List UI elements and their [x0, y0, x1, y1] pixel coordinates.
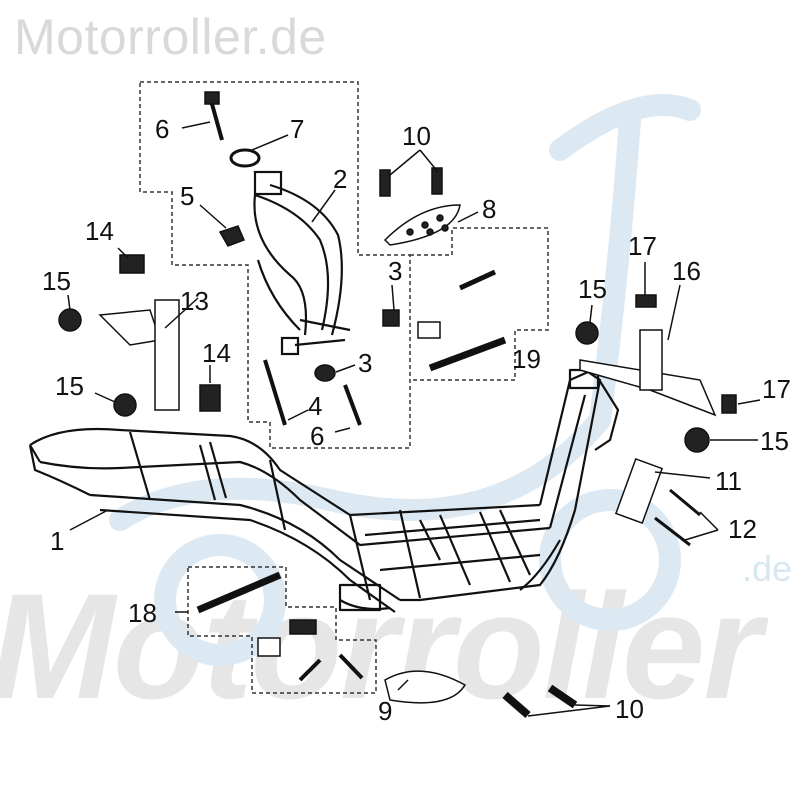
callout-15-right-lower: 15: [760, 426, 789, 456]
watermark-top: Motorroller.de: [14, 9, 327, 65]
scooter-frame: [28, 368, 620, 613]
callout-17-top: 17: [628, 231, 657, 261]
callout-18: 18: [128, 598, 157, 628]
callout-6-top: 6: [155, 114, 169, 144]
callout-labels: 6 7 2 5 10 8 14 15 13 3 14 3 19 15 4 6 1…: [42, 114, 791, 726]
callout-10-top: 10: [402, 121, 431, 151]
callout-3-top: 3: [388, 256, 402, 286]
callout-1: 1: [50, 526, 64, 556]
callout-15-left-top: 15: [42, 266, 71, 296]
callout-11: 11: [715, 466, 742, 496]
callout-10-bottom: 10: [615, 694, 644, 724]
callout-15-left-mid: 15: [55, 371, 84, 401]
callout-17-right: 17: [762, 374, 791, 404]
callout-6-lower: 6: [310, 421, 324, 451]
watermark-suffix: .de: [742, 548, 793, 589]
callout-5: 5: [180, 181, 194, 211]
callout-4: 4: [308, 391, 322, 421]
steering-bracket-part: [253, 170, 351, 356]
callout-2: 2: [333, 164, 347, 194]
scooter-watermark-icon: [109, 94, 701, 666]
group-box-steering: [139, 81, 411, 449]
callout-3-lower: 3: [358, 348, 372, 378]
callout-15-right-top: 15: [578, 274, 607, 304]
callout-19: 19: [512, 344, 541, 374]
callout-13: 13: [180, 286, 209, 316]
group-box-18: [187, 566, 377, 694]
callout-16: 16: [672, 256, 701, 286]
callout-14-top: 14: [85, 216, 114, 246]
leader-lines: [67, 121, 761, 717]
group-boxes: [139, 81, 549, 694]
callout-9: 9: [378, 696, 392, 726]
callout-7: 7: [290, 114, 304, 144]
small-parts: [58, 91, 737, 719]
callout-12: 12: [728, 514, 757, 544]
callout-8: 8: [482, 194, 496, 224]
callout-14-mid: 14: [202, 338, 231, 368]
